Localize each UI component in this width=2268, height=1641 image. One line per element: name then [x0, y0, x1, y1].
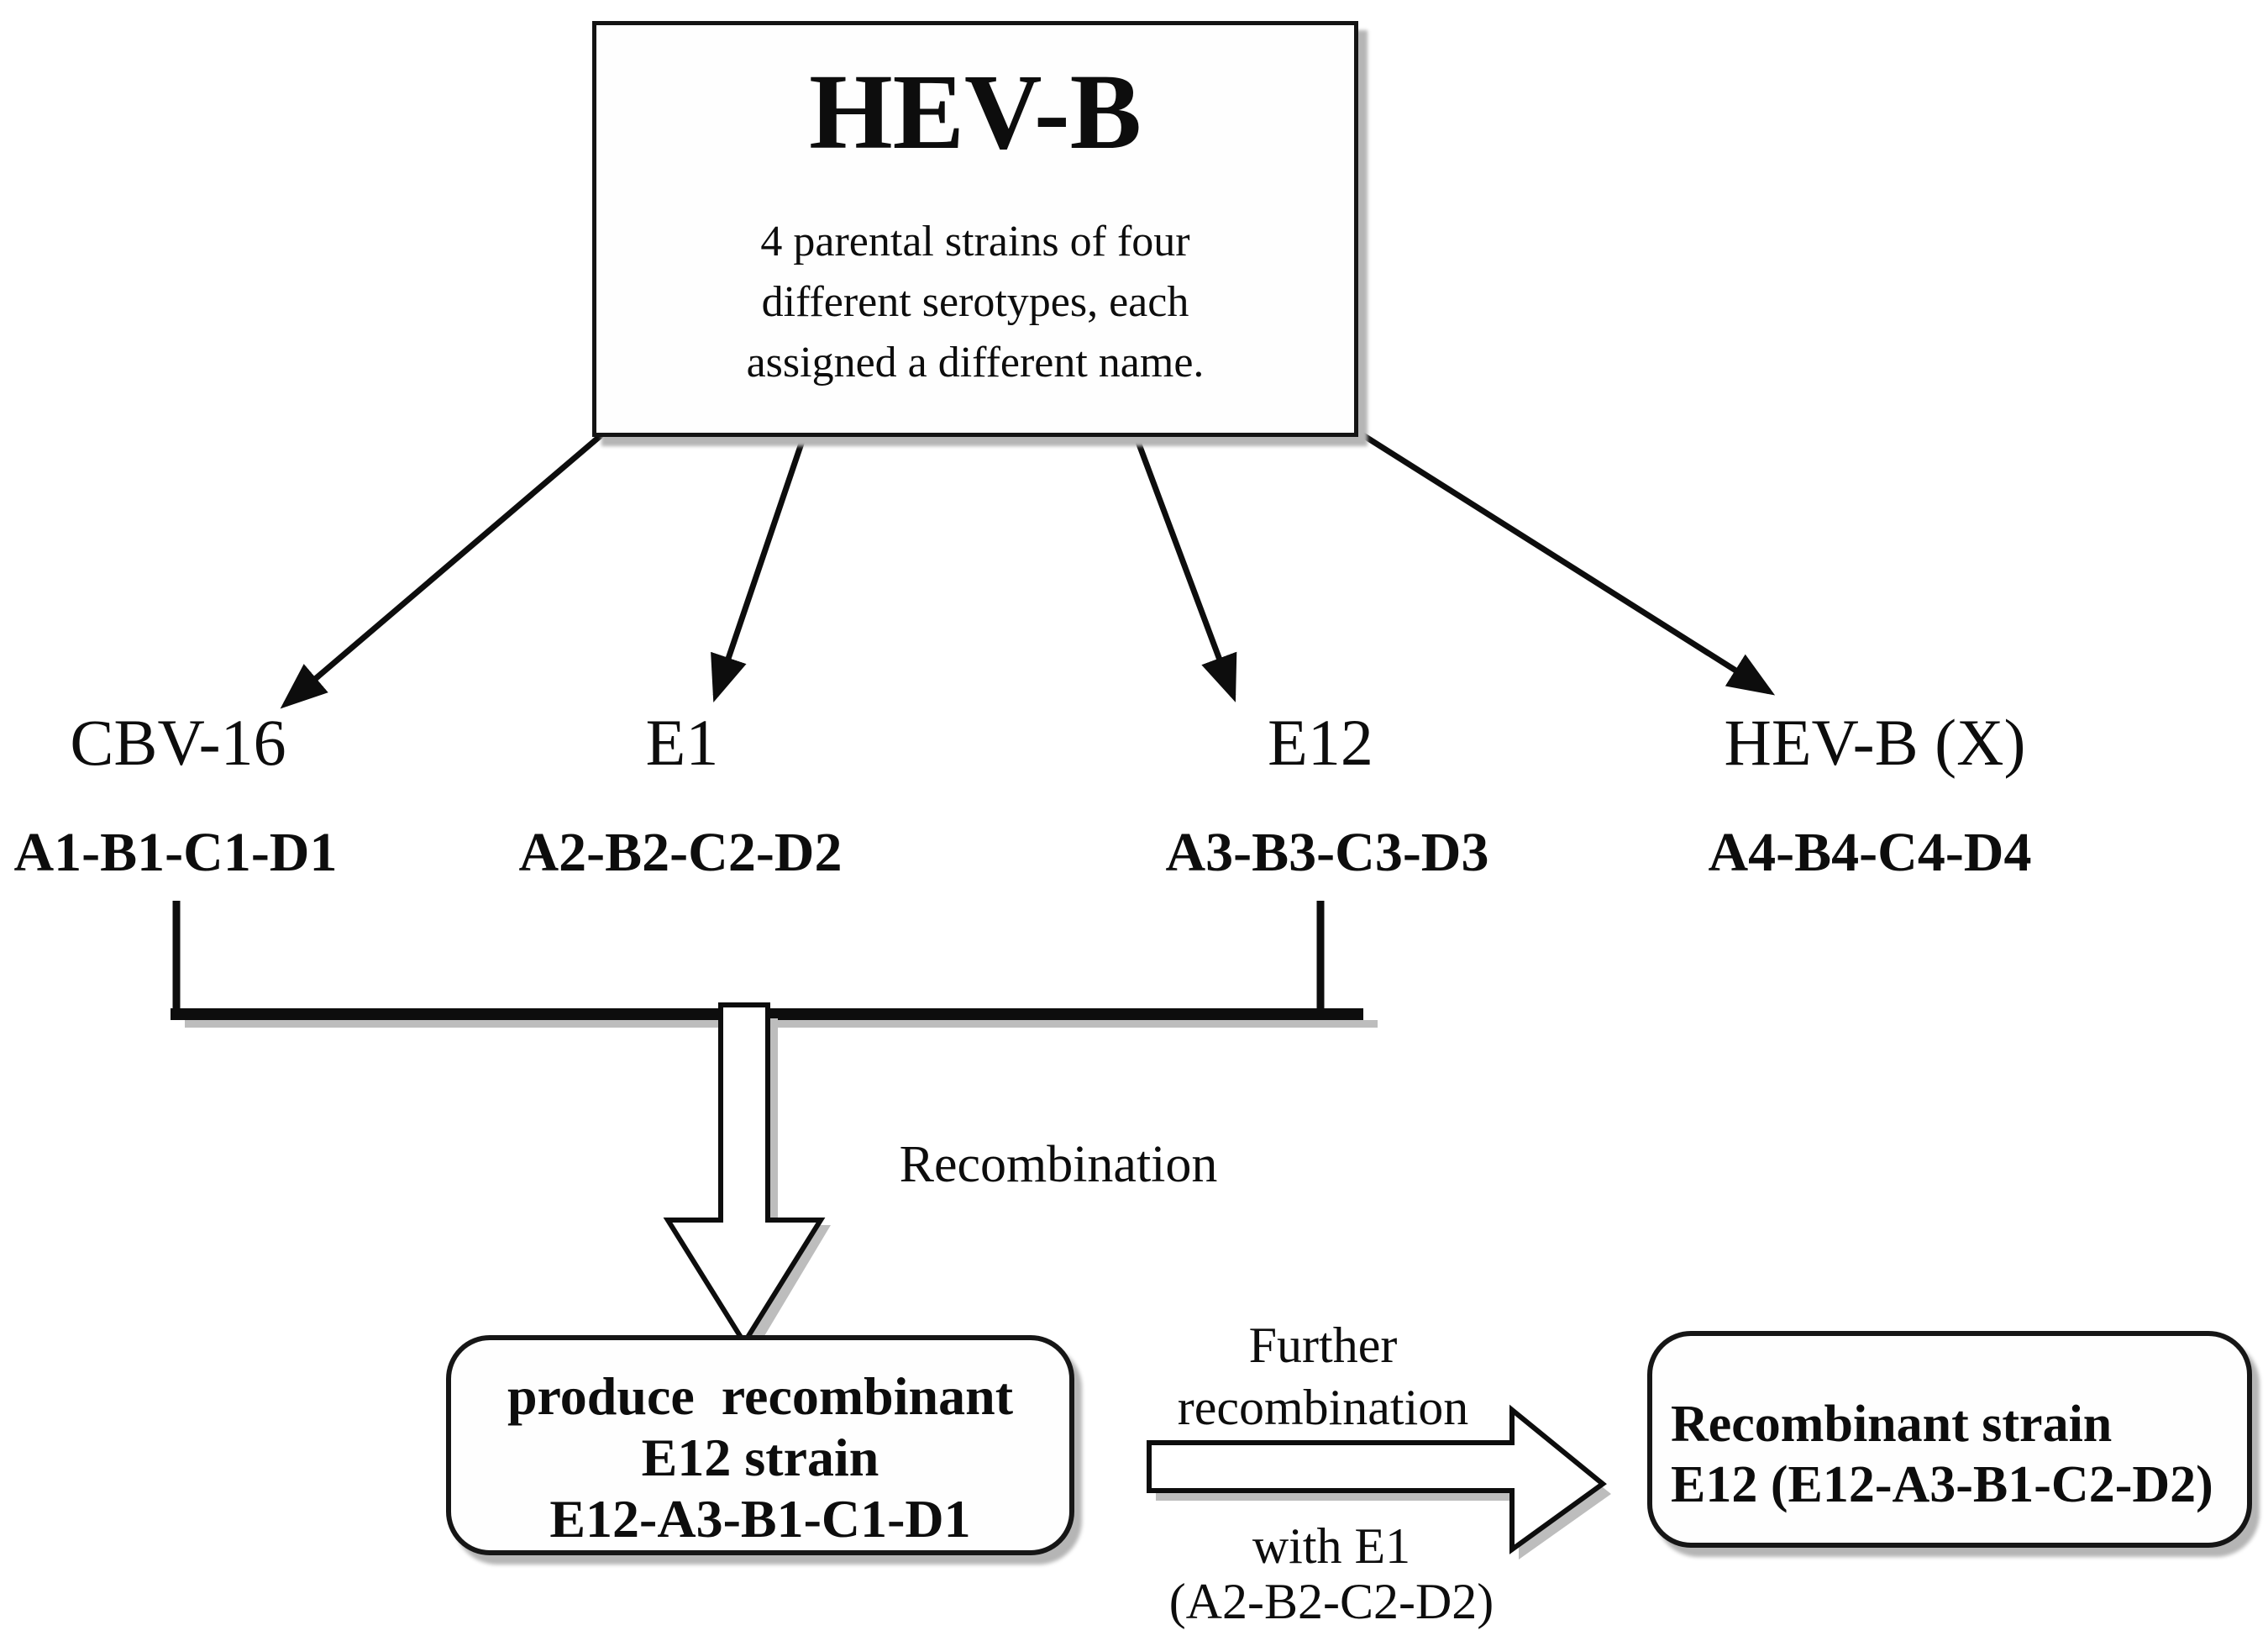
hevb-root-description: 4 parental strains of four different ser…: [596, 212, 1354, 393]
strain-name-e12: E12: [1268, 706, 1373, 779]
root-description-line: assigned a different name.: [746, 339, 1205, 387]
arrow-hevb-to-cbv16: [280, 431, 606, 709]
further-label-line: recombination: [1177, 1380, 1469, 1435]
bracket-bar-shadow: [185, 1020, 1378, 1028]
recombinant-result-box: Recombinant strain E12 (E12-A3-B1-C2-D2): [1647, 1331, 2252, 1548]
further-label-line: with E1: [1252, 1518, 1411, 1574]
root-description-line: 4 parental strains of four: [760, 218, 1190, 266]
recombination-down-arrow: [663, 1002, 826, 1348]
further-recombination-arrow: [1147, 1404, 1607, 1554]
product-box-line: E12-A3-B1-C1-D1: [549, 1489, 971, 1549]
recombination-label: Recombination: [899, 1136, 1218, 1193]
root-description-line: different serotypes, each: [761, 278, 1189, 326]
hevb-root-title: HEV-B: [809, 52, 1142, 171]
arrow-hevb-to-e12: [1132, 434, 1237, 702]
arrow-hevb-to-e1: [711, 432, 808, 702]
recombinant-product-box: produce recombinant E12 strain E12-A3-B1…: [446, 1335, 1074, 1555]
result-box-line: E12 (E12-A3-B1-C2-D2): [1671, 1456, 2213, 1513]
result-box-line: Recombinant strain: [1671, 1396, 2113, 1453]
further-label-line: Further: [1248, 1318, 1398, 1373]
strain-genome-hevbx: A4-B4-C4-D4: [1708, 822, 2032, 883]
further-label-line: (A2-B2-C2-D2): [1168, 1574, 1494, 1629]
product-box-line: produce recombinant: [507, 1366, 1014, 1426]
hevb-root-box: HEV-B 4 parental strains of four differe…: [592, 21, 1358, 437]
strain-genome-e12: A3-B3-C3-D3: [1165, 822, 1489, 883]
arrow-hevb-to-hevbx: [1357, 430, 1776, 696]
strain-genome-e1: A2-B2-C2-D2: [518, 822, 843, 883]
strain-genome-cbv16: A1-B1-C1-D1: [13, 822, 338, 883]
further-recombination-label-top: Further recombination: [1079, 1314, 1567, 1439]
strain-name-cbv16: CBV-16: [70, 706, 286, 779]
product-box-line: E12 strain: [641, 1428, 879, 1487]
strain-name-hevbx: HEV-B (X): [1724, 706, 2026, 779]
further-recombination-label-bottom: with E1 (A2-B2-C2-D2): [1079, 1518, 1583, 1629]
strain-name-e1: E1: [645, 706, 719, 779]
